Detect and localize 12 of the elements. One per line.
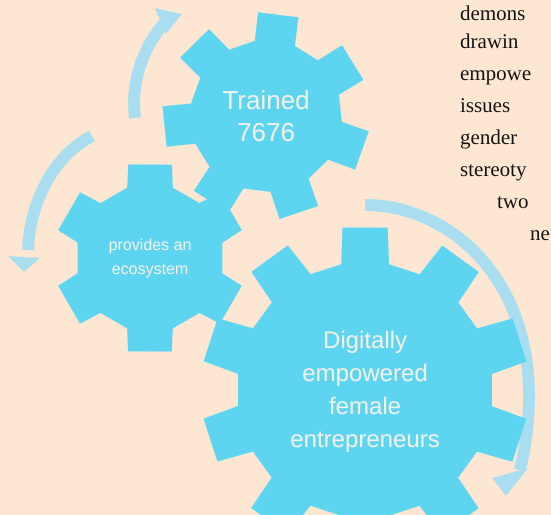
gear-label: Digitally empowered female entrepreneurs bbox=[289, 326, 441, 455]
gear-label: provides an ecosystem bbox=[108, 236, 192, 280]
body-text-fragment: empowe bbox=[460, 60, 532, 86]
body-text-fragment: demons bbox=[460, 0, 526, 26]
body-text-fragment: drawin bbox=[460, 28, 518, 54]
body-text-fragment: issues bbox=[460, 92, 510, 118]
body-text-fragment: ne bbox=[530, 220, 550, 246]
body-text-fragment: stereoty bbox=[460, 156, 526, 182]
gear-label: Trained 7676 bbox=[221, 84, 311, 148]
body-text-fragment: two bbox=[497, 188, 528, 214]
gear-shape bbox=[160, 10, 372, 222]
body-text-fragment: gender bbox=[460, 124, 518, 150]
